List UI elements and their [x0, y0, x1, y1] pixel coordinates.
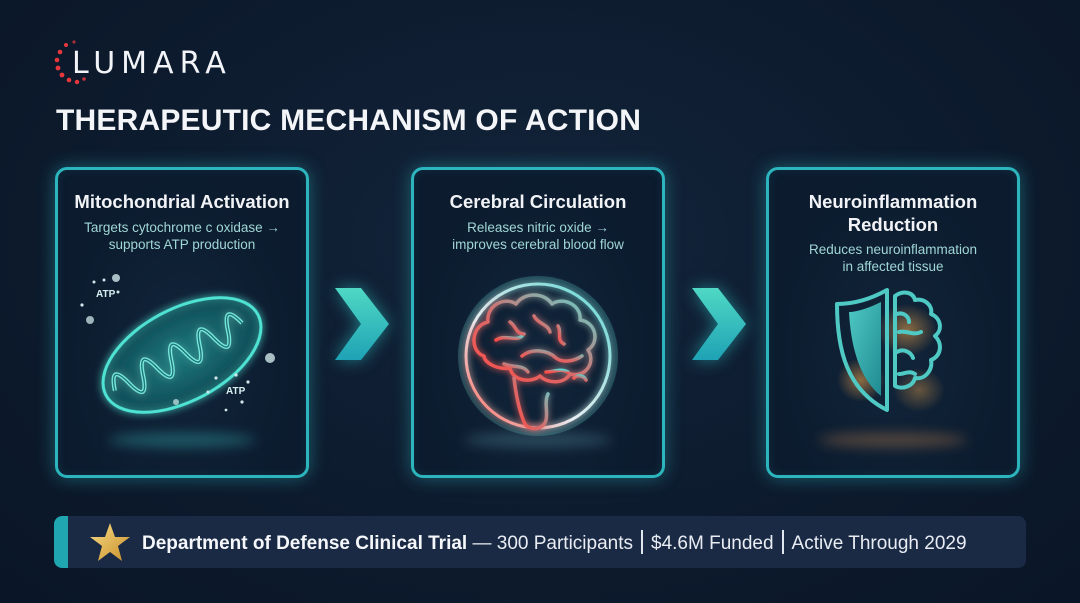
dash: — [472, 532, 492, 554]
logo-dots-icon [54, 40, 86, 85]
footer-accent-stripe [54, 516, 68, 568]
step-title: Mitochondrial Activation [74, 191, 290, 212]
atp-label: ATP [226, 386, 246, 397]
description-line: Reduces neuroinflammation [808, 242, 978, 257]
star-icon [90, 523, 130, 561]
trial-info-text: Department of Defense Clinical Trial — 3… [142, 529, 967, 555]
mitochondria-icon: ATP ATP [80, 274, 275, 414]
step-description: Releases nitric oxide → improves cerebra… [414, 219, 662, 253]
brand-logo: LUMARA [52, 38, 232, 88]
step-title: Cerebral Circulation [449, 191, 627, 212]
floor-glow [819, 433, 967, 447]
floor-glow [108, 433, 256, 447]
title-line: Reduction [847, 214, 939, 235]
brand-name: LUMARA [72, 45, 232, 81]
chevron-right-icon [335, 288, 389, 360]
shield-brain-illustration [769, 270, 1017, 455]
trial-info-bar: Department of Defense Clinical Trial — 3… [54, 516, 1026, 568]
floor-glow [464, 433, 612, 447]
description-line: Releases nitric oxide → [467, 220, 609, 235]
description-line: improves cerebral blood flow [452, 237, 624, 252]
trial-status: Active Through 2029 [791, 532, 967, 554]
title-line: Neuroinflammation [808, 191, 978, 212]
atp-label: ATP [96, 289, 116, 300]
description-line: supports ATP production [108, 237, 256, 252]
step-card-cerebral-circulation: Cerebral Circulation Releases nitric oxi… [411, 167, 665, 478]
step-card-mitochondrial-activation: Mitochondrial Activation Targets cytochr… [55, 167, 309, 478]
mitochondria-illustration: ATP ATP [58, 270, 306, 455]
step-description: Targets cytochrome c oxidase → supports … [58, 219, 306, 253]
brain-circulation-icon [458, 276, 618, 436]
separator [781, 529, 784, 554]
step-title: Neuroinflammation Reduction [769, 190, 1017, 236]
trial-participants: 300 Participants [496, 532, 634, 554]
step-description: Reduces neuroinflammation in affected ti… [769, 241, 1017, 275]
page-title: THERAPEUTIC MECHANISM OF ACTION [56, 104, 642, 137]
chevron-right-icon [692, 288, 746, 360]
description-line: in affected tissue [842, 259, 944, 274]
trial-title: Department of Defense Clinical Trial [142, 532, 468, 554]
trial-funding: $4.6M Funded [651, 532, 774, 554]
step-card-neuroinflammation-reduction: Neuroinflammation Reduction Reduces neur… [766, 167, 1020, 478]
brain-circulation-illustration [414, 260, 662, 455]
separator [641, 529, 644, 554]
description-line: Targets cytochrome c oxidase → [84, 220, 280, 235]
shield-brain-icon [835, 288, 945, 412]
